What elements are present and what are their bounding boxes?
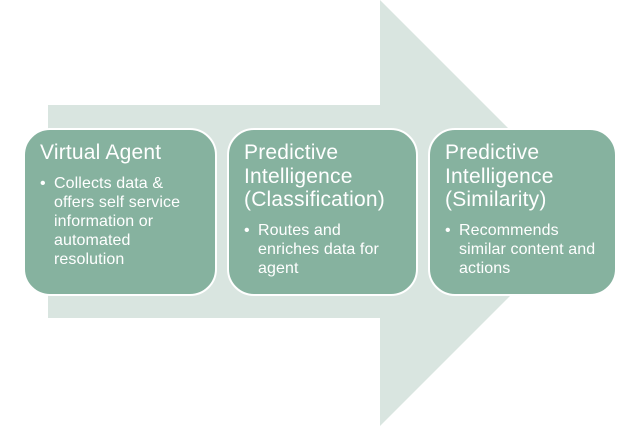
- card-title: Predictive Intelligence (Classification): [244, 141, 385, 212]
- card-title: Predictive Intelligence (Similarity): [445, 141, 554, 212]
- card-title: Virtual Agent: [40, 141, 162, 164]
- stage-card-virtual-agent: Virtual Agent • Collects data & offers s…: [23, 128, 217, 296]
- bullet-icon: •: [445, 221, 451, 239]
- bullet-icon: •: [244, 221, 250, 239]
- card-bullets: • Routes and enriches data for agent: [244, 221, 406, 278]
- bullet-item: • Collects data & offers self service in…: [40, 174, 205, 269]
- bullet-text: Routes and enriches data for agent: [258, 221, 379, 277]
- bullet-item: • Recommends similar content and actions: [445, 221, 605, 278]
- stage-card-predictive-intelligence-classification: Predictive Intelligence (Classification)…: [227, 128, 418, 296]
- card-bullets: • Recommends similar content and actions: [445, 221, 605, 278]
- bullet-item: • Routes and enriches data for agent: [244, 221, 406, 278]
- bullet-icon: •: [40, 174, 46, 192]
- card-bullets: • Collects data & offers self service in…: [40, 174, 205, 269]
- bullet-text: Collects data & offers self service info…: [54, 174, 181, 268]
- bullet-text: Recommends similar content and actions: [459, 221, 596, 277]
- stage-card-predictive-intelligence-similarity: Predictive Intelligence (Similarity) • R…: [428, 128, 617, 296]
